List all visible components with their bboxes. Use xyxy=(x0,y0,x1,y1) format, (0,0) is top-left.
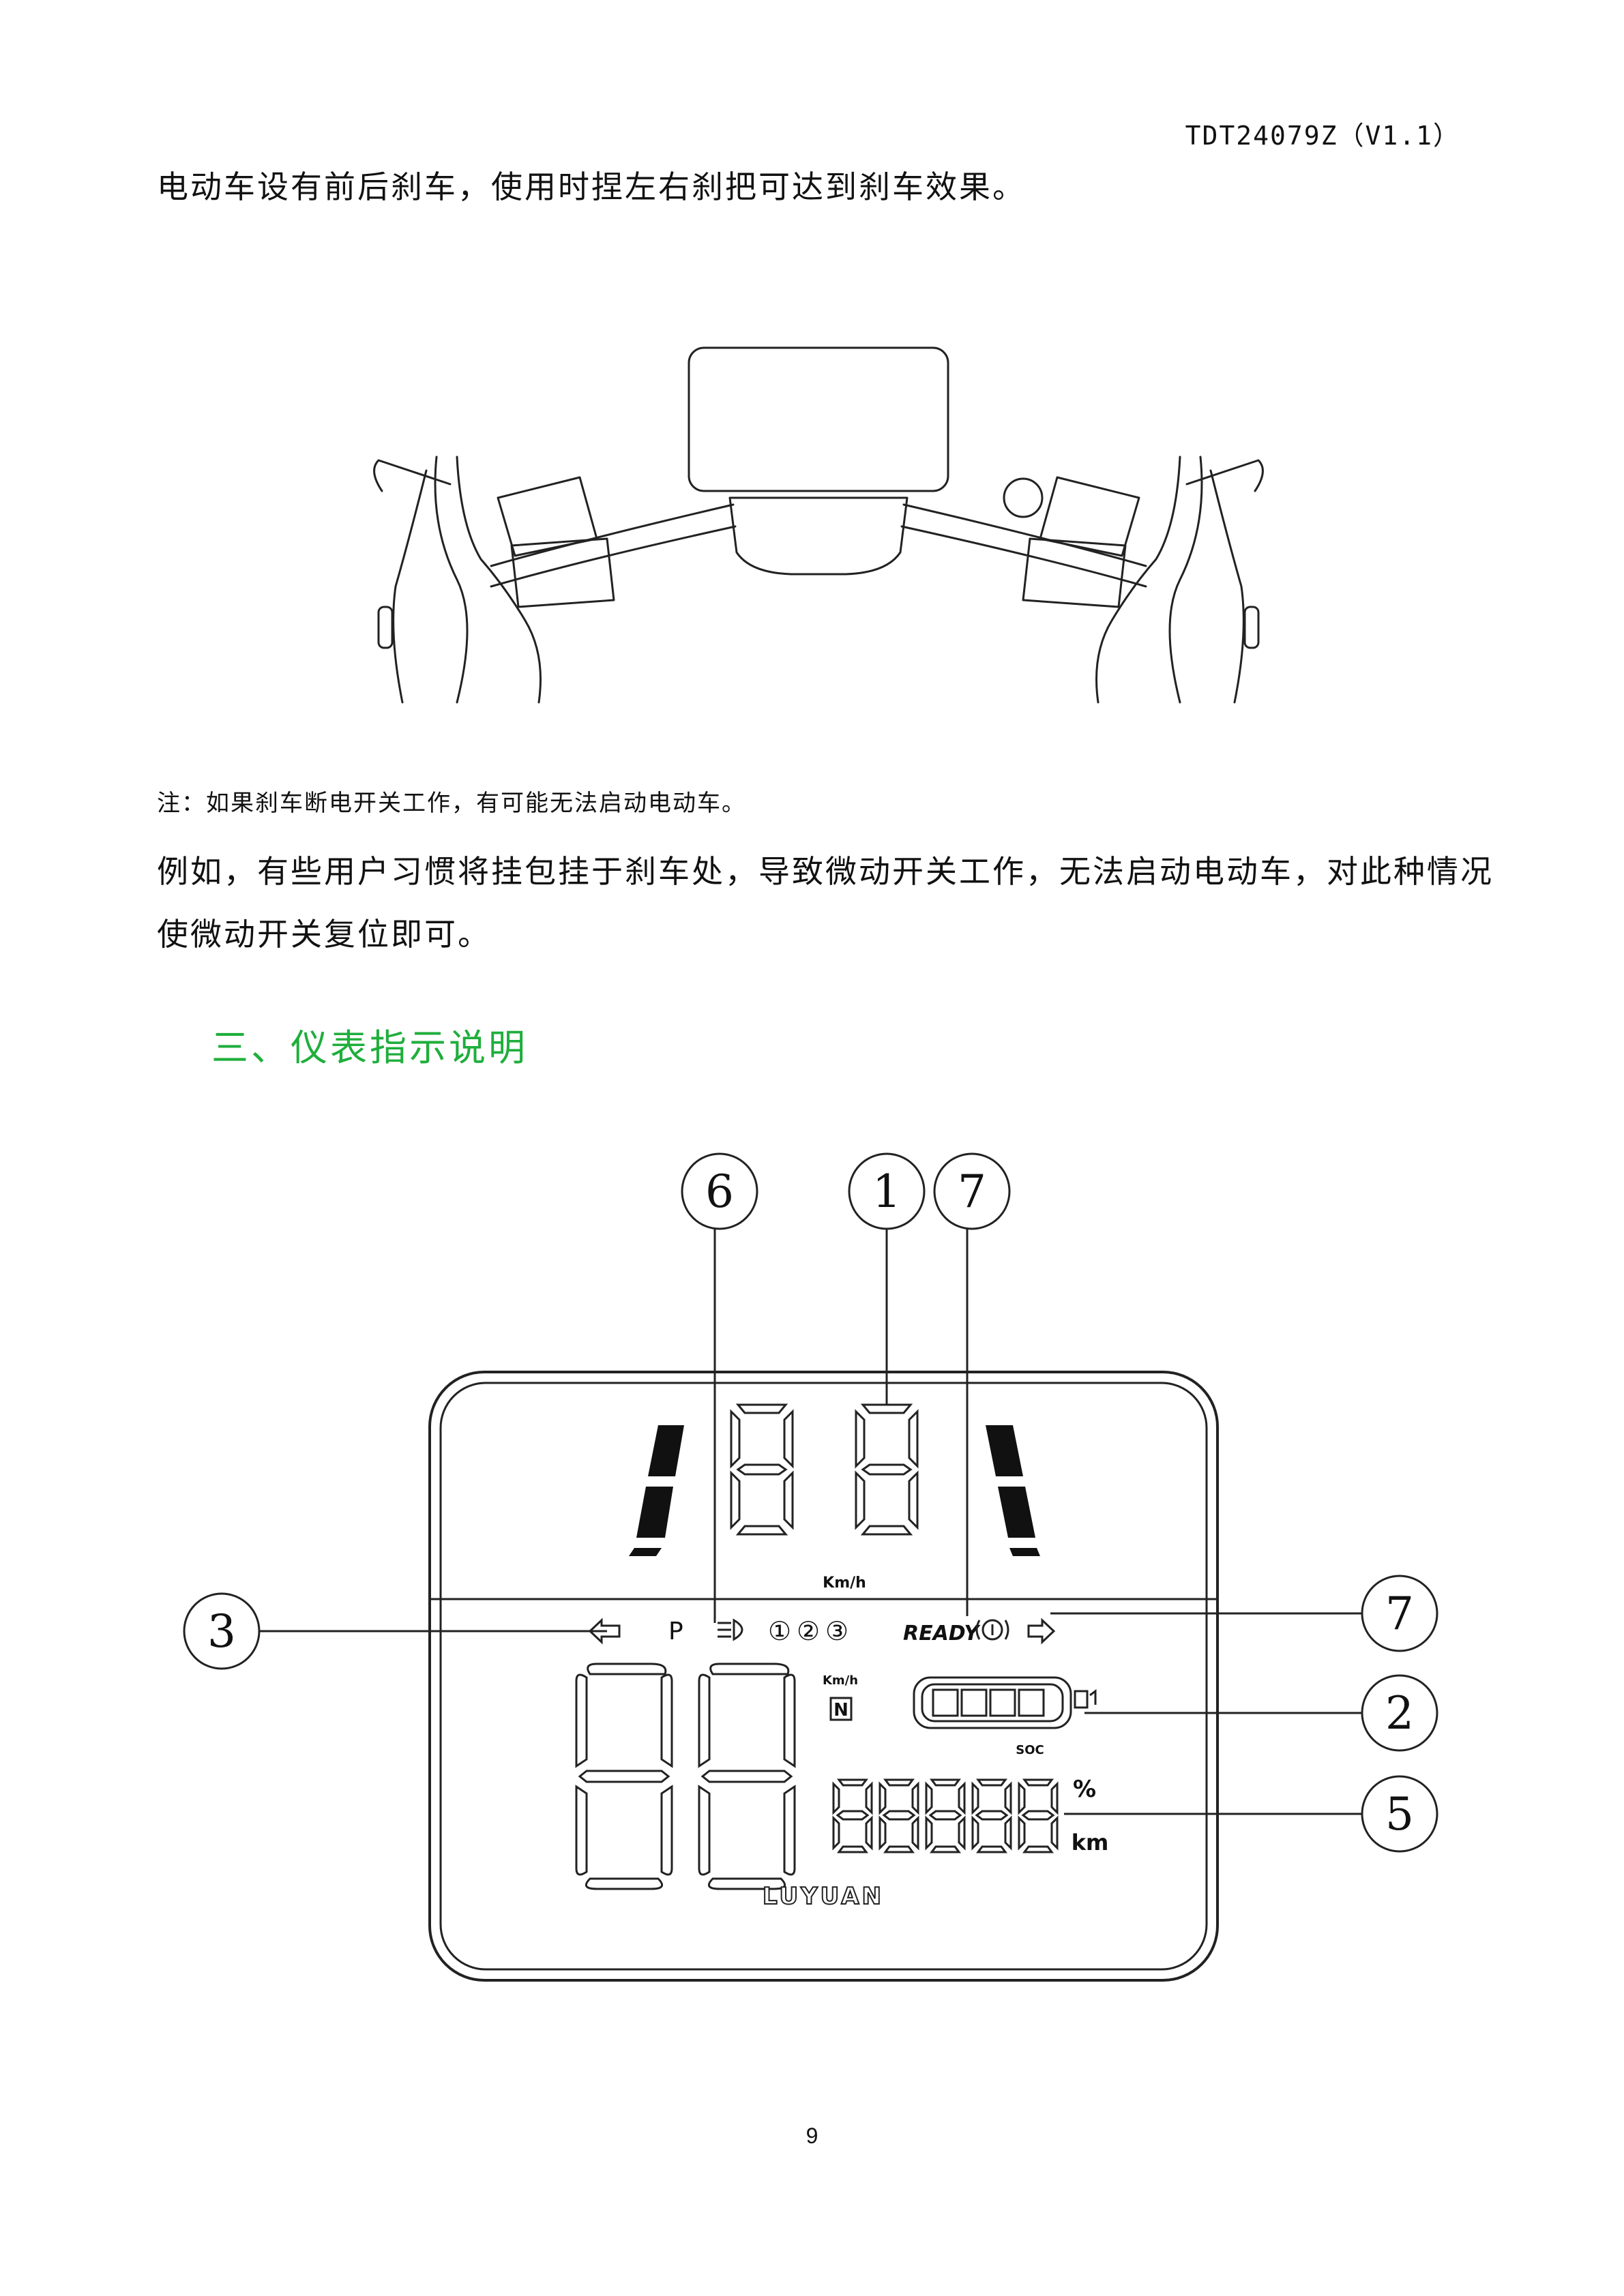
section-title: 三、仪表指示说明 xyxy=(211,1026,528,1069)
right-power-bars xyxy=(986,1425,1040,1556)
speed-unit-top: Km/h xyxy=(823,1575,866,1592)
left-brake-lever xyxy=(373,459,452,492)
park-indicator: P xyxy=(668,1617,683,1645)
percent-label: % xyxy=(1073,1776,1096,1803)
callout-7b-label: 7 xyxy=(1385,1587,1414,1640)
fuel-icon xyxy=(1074,1689,1097,1709)
large-digit-1 xyxy=(575,1663,673,1890)
callout-6-label: 6 xyxy=(705,1165,734,1218)
right-brake-lever xyxy=(1185,459,1264,492)
document-code: TDT24079Z（V1.1） xyxy=(1185,121,1460,151)
large-digit-2 xyxy=(698,1663,796,1890)
page-number: 9 xyxy=(806,2123,818,2148)
gear-2: ② xyxy=(797,1616,820,1646)
callout-2 xyxy=(1361,1674,1438,1752)
odo-digit-1 xyxy=(832,1778,873,1853)
intro-paragraph: 电动车设有前后刹车，使用时捏左右刹把可达到刹车效果。 xyxy=(157,168,1026,205)
battery-gauge xyxy=(913,1676,1072,1729)
neutral-box xyxy=(829,1697,853,1721)
odo-digit-5 xyxy=(1018,1778,1059,1853)
soc-label: SOC xyxy=(1016,1743,1044,1757)
speed-digit-1 xyxy=(730,1403,794,1536)
callout-7-top xyxy=(933,1152,1011,1230)
headlight-icon xyxy=(718,1618,743,1641)
callout-2-label: 2 xyxy=(1385,1687,1414,1740)
left-turn-icon xyxy=(588,1617,621,1645)
example-line-2: 使微动开关复位即可。 xyxy=(157,916,491,953)
left-switch-block xyxy=(510,537,615,608)
left-hand-outline xyxy=(434,456,469,704)
callout-5 xyxy=(1361,1775,1438,1853)
neutral-indicator: N xyxy=(833,1700,848,1720)
stem xyxy=(728,496,909,576)
display-screen xyxy=(688,346,949,492)
example-line-1: 例如，有些用户习惯将挂包挂于刹车处，导致微动开关工作，无法启动电动车，对此种情况 xyxy=(157,853,1494,890)
brake-warning-icon xyxy=(975,1619,1009,1641)
bell xyxy=(1003,477,1044,518)
dashboard-frame xyxy=(428,1371,1219,1982)
handlebar-illustration xyxy=(373,346,1264,704)
gear-1: ① xyxy=(768,1616,791,1646)
right-hand-outline xyxy=(1168,456,1203,704)
odo-digit-4 xyxy=(971,1778,1012,1853)
right-switch-block xyxy=(1022,537,1127,608)
callout-5-label: 5 xyxy=(1385,1788,1414,1840)
callout-7-right xyxy=(1361,1575,1438,1652)
callout-3 xyxy=(183,1592,261,1670)
odo-digit-2 xyxy=(879,1778,919,1853)
ready-indicator: READY xyxy=(903,1622,981,1645)
callout-7-label: 7 xyxy=(958,1165,986,1218)
callout-3-label: 3 xyxy=(207,1605,236,1658)
callout-1 xyxy=(848,1152,926,1230)
note-line: 注：如果刹车断电开关工作，有可能无法启动电动车。 xyxy=(157,790,746,817)
callout-1-label: 1 xyxy=(872,1165,901,1218)
speed-unit-small: Km/h xyxy=(823,1673,858,1688)
odo-digit-3 xyxy=(925,1778,966,1853)
km-label: km xyxy=(1072,1830,1109,1855)
right-turn-icon xyxy=(1027,1617,1056,1645)
gear-3: ③ xyxy=(825,1616,848,1646)
brand-label: LUYUAN xyxy=(763,1883,884,1910)
speed-digit-2 xyxy=(855,1403,919,1536)
left-power-bars xyxy=(629,1425,684,1556)
callout-6 xyxy=(681,1152,758,1230)
